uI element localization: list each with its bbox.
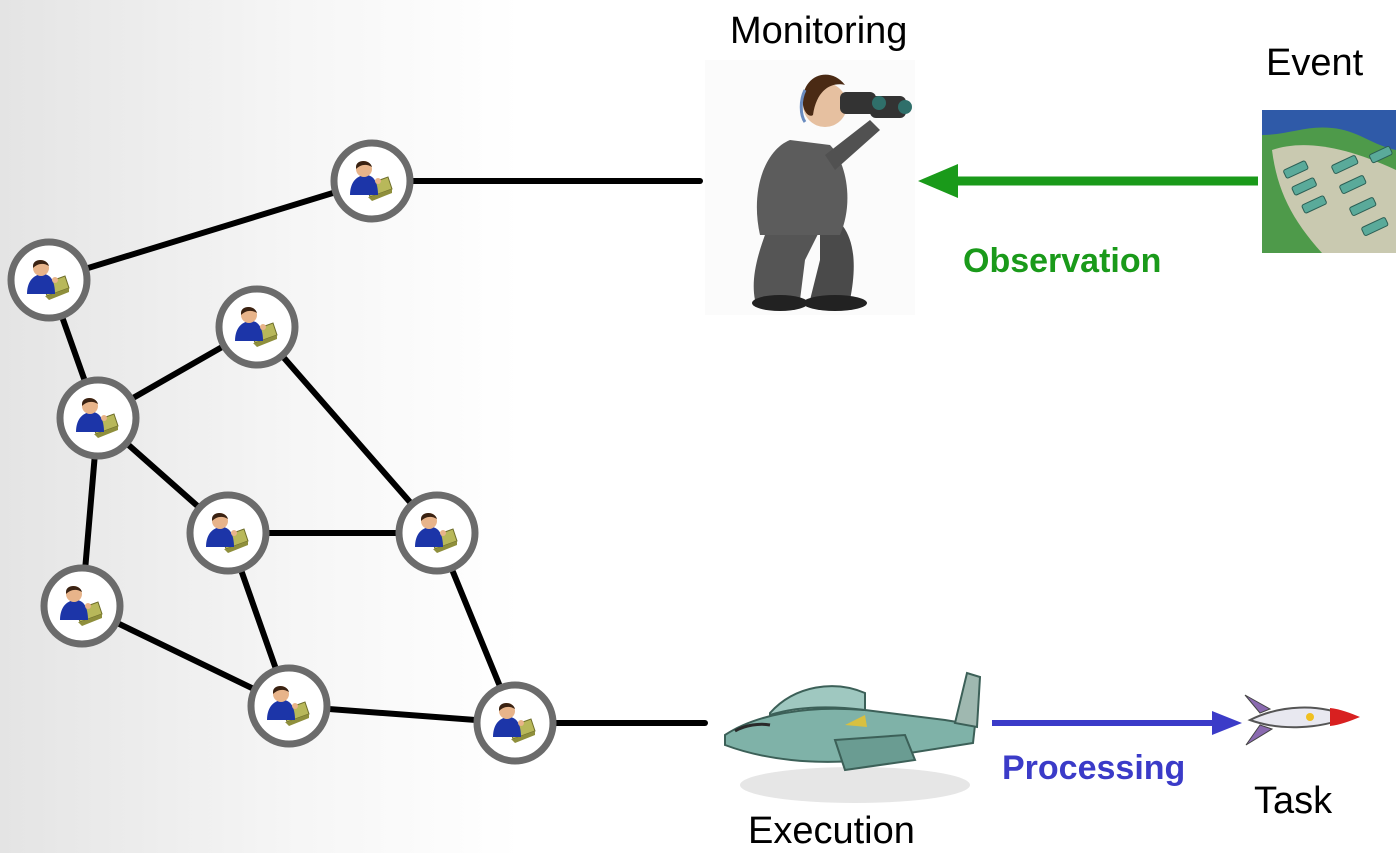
rocket-icon <box>1244 694 1360 746</box>
agent-node <box>56 376 140 460</box>
task-label: Task <box>1254 780 1333 822</box>
agent-node <box>395 491 479 575</box>
agent-node <box>7 238 91 322</box>
agent-node <box>186 491 270 575</box>
edge <box>254 324 440 536</box>
agent-node <box>247 664 331 748</box>
agent-node <box>215 285 299 369</box>
agent-node <box>330 139 414 223</box>
binoculars-person-icon <box>705 60 915 315</box>
event-label: Event <box>1266 42 1364 84</box>
network-edges <box>46 178 708 726</box>
observation-arrow <box>918 164 1258 198</box>
agent-node <box>473 681 557 765</box>
processing-arrow <box>992 711 1242 735</box>
observation-label: Observation <box>963 242 1162 280</box>
execution-label: Execution <box>748 810 915 852</box>
monitoring-label: Monitoring <box>730 10 908 52</box>
edge <box>46 178 375 283</box>
aerial-map-icon <box>1262 110 1396 253</box>
agent-node <box>40 564 124 648</box>
processing-label: Processing <box>1002 749 1186 787</box>
aircraft-icon <box>724 671 982 803</box>
